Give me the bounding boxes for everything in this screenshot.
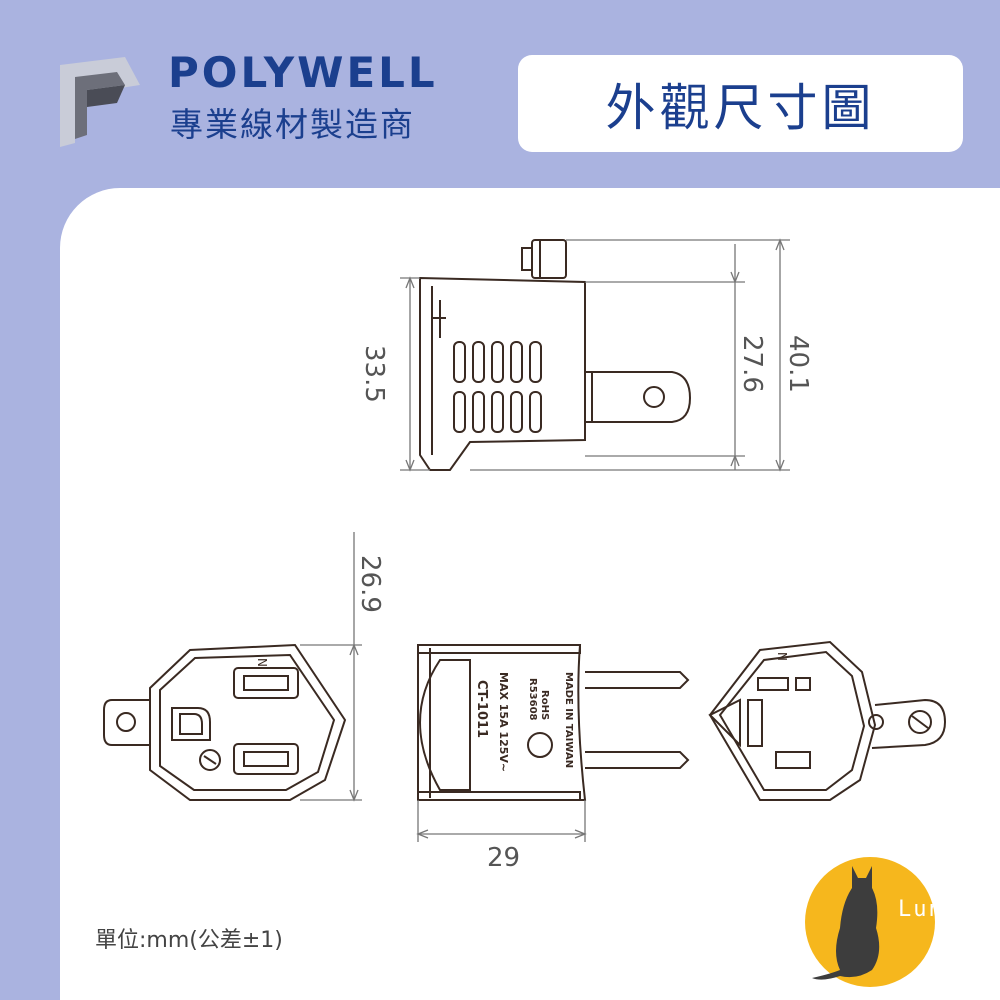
dim-front-height: 26.9 [355,555,385,613]
approval-text: R53608 [527,678,538,721]
back-view [708,640,947,801]
origin-text: MADE IN TAIWAN [563,672,574,768]
front-view [103,643,347,801]
dim-total-height: 40.1 [783,335,813,393]
rohs-text: RoHS [539,690,550,720]
label-view [417,644,690,801]
brand-name: POLYWELL [168,48,438,97]
polywell-logo-icon [60,57,140,147]
brand-tagline: 專業線材製造商 [170,105,415,144]
neutral-mark-back: N [775,652,789,661]
cat-icon [812,866,880,980]
watermark-text: Luna [898,897,959,922]
dim-side-height: 33.5 [359,345,389,403]
rating-text: MAX 15A 125V~ [497,672,510,772]
dim-body-width: 29 [487,843,520,873]
side-view [419,239,692,471]
page-title: 外觀尺寸圖 [605,78,876,137]
dim-body-height: 27.6 [737,335,767,393]
model-text: CT-1011 [474,680,489,738]
unit-note: 單位:mm(公差±1) [95,928,283,953]
neutral-mark-front: N [255,658,269,667]
title-box: 外觀尺寸圖 [518,55,963,152]
